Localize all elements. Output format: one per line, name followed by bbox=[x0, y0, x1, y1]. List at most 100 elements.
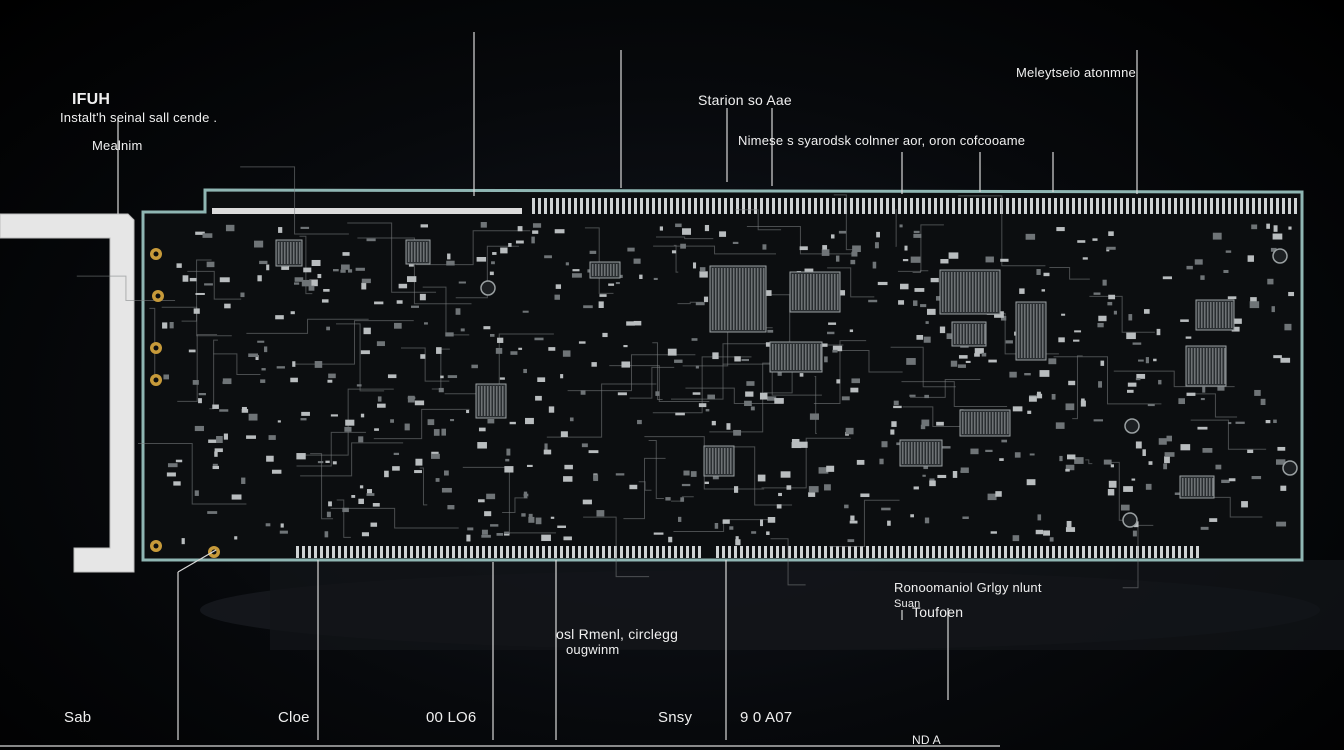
chip-lead bbox=[908, 442, 910, 464]
smd-part bbox=[1251, 475, 1262, 480]
chip-lead bbox=[763, 268, 765, 330]
smd-part bbox=[277, 420, 281, 423]
pin bbox=[566, 546, 569, 558]
pin bbox=[1090, 198, 1093, 214]
smd-part bbox=[535, 517, 542, 525]
pin bbox=[1006, 198, 1009, 214]
smd-part bbox=[1132, 530, 1137, 537]
smd-part bbox=[633, 320, 642, 326]
pin bbox=[1166, 546, 1169, 558]
pin bbox=[1106, 546, 1109, 558]
chip-lead bbox=[795, 274, 797, 310]
trace bbox=[213, 353, 261, 375]
smd-part bbox=[1065, 527, 1076, 532]
trace bbox=[629, 366, 675, 399]
chip-lead bbox=[1197, 478, 1199, 496]
pin bbox=[1058, 546, 1061, 558]
pin bbox=[1088, 546, 1091, 558]
smd-part bbox=[1001, 439, 1008, 443]
pin bbox=[992, 546, 995, 558]
smd-part bbox=[225, 224, 235, 232]
smd-part bbox=[271, 469, 282, 474]
smd-part bbox=[924, 517, 930, 524]
pin bbox=[1012, 198, 1015, 214]
smd-part bbox=[458, 281, 466, 284]
smd-part bbox=[830, 234, 835, 239]
smd-part bbox=[704, 224, 710, 232]
smd-part bbox=[849, 329, 854, 333]
smd-part bbox=[241, 409, 249, 413]
smd-part bbox=[1012, 535, 1020, 542]
smd-part bbox=[565, 262, 569, 266]
smd-part bbox=[741, 358, 750, 362]
smd-part bbox=[874, 242, 879, 249]
smd-part bbox=[974, 353, 980, 357]
pcb-components bbox=[150, 222, 1295, 558]
pin bbox=[1178, 546, 1181, 558]
pin bbox=[842, 546, 845, 558]
chip-lead bbox=[807, 274, 809, 310]
chip-lead bbox=[290, 242, 292, 264]
pin bbox=[908, 546, 911, 558]
label-center-mid-2: ougwinm bbox=[566, 642, 620, 657]
pin bbox=[1228, 198, 1231, 214]
chip-lead bbox=[1224, 348, 1226, 384]
smd-part bbox=[398, 283, 408, 289]
chip-lead bbox=[1007, 412, 1009, 434]
pin bbox=[1142, 546, 1145, 558]
chip-lead bbox=[1036, 304, 1038, 358]
smd-part bbox=[1043, 530, 1051, 536]
pin bbox=[1190, 546, 1193, 558]
smd-part bbox=[1103, 459, 1112, 465]
smd-part bbox=[1025, 233, 1036, 240]
pin bbox=[946, 198, 949, 214]
smd-part bbox=[309, 279, 318, 287]
pin bbox=[416, 546, 419, 558]
chip-lead bbox=[1203, 478, 1205, 496]
smd-part bbox=[560, 431, 568, 438]
chip-lead bbox=[715, 448, 717, 474]
smd-part bbox=[1065, 403, 1075, 411]
chip-lead bbox=[942, 272, 944, 312]
smd-part bbox=[1036, 269, 1041, 275]
smd-part bbox=[466, 534, 471, 542]
pin bbox=[592, 198, 595, 214]
chip-lead bbox=[951, 272, 953, 312]
pin bbox=[730, 198, 733, 214]
chip-lead bbox=[1200, 478, 1202, 496]
smd-part bbox=[377, 396, 382, 402]
trace bbox=[1053, 356, 1162, 405]
chip-lead bbox=[804, 274, 806, 310]
smd-part bbox=[360, 413, 365, 418]
smd-part bbox=[1135, 441, 1142, 449]
smd-part bbox=[705, 408, 710, 412]
smd-part bbox=[1235, 421, 1245, 424]
pin bbox=[794, 546, 797, 558]
pin bbox=[1216, 198, 1219, 214]
smd-part bbox=[301, 411, 310, 416]
smd-part bbox=[415, 458, 423, 466]
smd-part bbox=[532, 230, 539, 234]
chip-lead bbox=[742, 268, 744, 330]
smd-part bbox=[447, 375, 458, 379]
chip-lead bbox=[1039, 304, 1041, 358]
gold-pad-hole bbox=[153, 377, 159, 383]
smd-part bbox=[1048, 358, 1057, 365]
pin bbox=[1294, 198, 1297, 214]
chip-lead bbox=[822, 274, 824, 310]
smd-part bbox=[653, 532, 664, 535]
smd-part bbox=[851, 251, 858, 257]
chip-lead bbox=[902, 442, 904, 464]
chip-lead bbox=[748, 268, 750, 330]
smd-part bbox=[219, 409, 229, 412]
smd-part bbox=[808, 486, 819, 493]
smd-part bbox=[845, 427, 854, 435]
smd-part bbox=[1202, 448, 1213, 453]
trace bbox=[357, 237, 472, 305]
smd-part bbox=[965, 360, 971, 363]
smd-part bbox=[589, 250, 597, 254]
smd-part bbox=[231, 494, 242, 500]
pin bbox=[796, 198, 799, 214]
smd-part bbox=[1227, 296, 1237, 300]
smd-part bbox=[1127, 382, 1137, 387]
